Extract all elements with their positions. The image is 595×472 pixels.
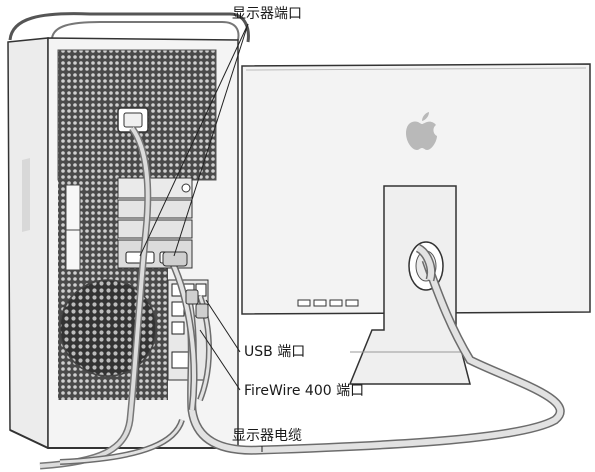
apple-display-icon — [241, 63, 591, 385]
firewire-port-label: FireWire 400 端口 — [244, 383, 365, 399]
callout-firewire — [199, 329, 241, 391]
callout-usb — [205, 299, 241, 353]
apple-logo-icon — [406, 112, 437, 150]
display-cable — [59, 243, 565, 465]
usb-port-label: USB 端口 — [244, 344, 306, 360]
callout-display-ports-b — [173, 23, 249, 257]
power-cable — [39, 125, 152, 470]
mac-pro-tower-icon — [7, 12, 250, 450]
display-ports-label: 显示器端口 — [232, 6, 302, 22]
callout-display-ports-a — [139, 23, 249, 257]
display-cable-label: 显示器电缆 — [232, 428, 302, 444]
callout-lines — [139, 23, 263, 452]
